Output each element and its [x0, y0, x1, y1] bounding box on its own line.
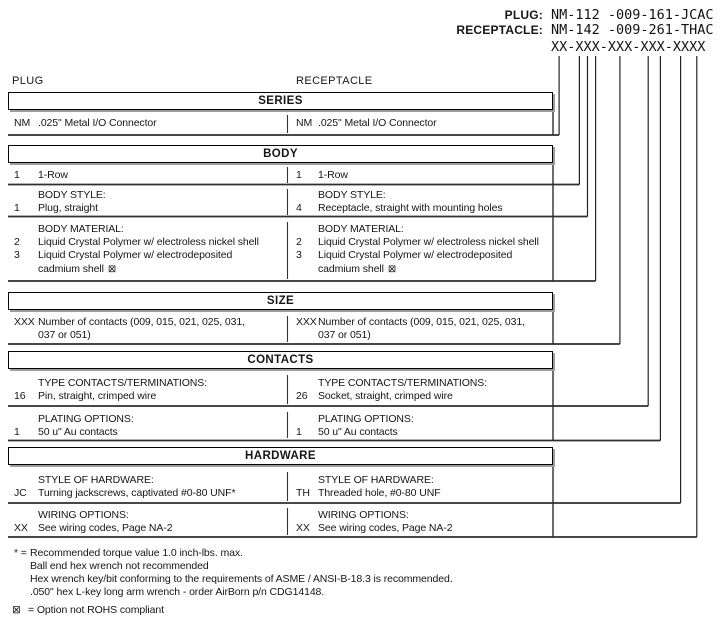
option-code: 1 [14, 169, 20, 181]
footnote-line: Hex wrench key/bit conforming to the req… [30, 573, 453, 585]
rohs-flag-icon: ⊠ [12, 604, 21, 616]
option-desc: 50 u" Au contacts [38, 426, 118, 439]
option-code: XXX [296, 316, 317, 328]
option-desc: 1-Row [38, 169, 68, 181]
rohs-flag-icon: ⊠ [107, 263, 117, 275]
option-desc: .025" Metal I/O Connector [318, 117, 437, 129]
option-desc: Pin, straight, crimped wire [38, 390, 157, 403]
footnote-line: Recommended torque value 1.0 inch-lbs. m… [30, 547, 243, 559]
option-code: JC [14, 487, 27, 500]
option-desc: Plug, straight [38, 202, 98, 215]
option-code: 4 [296, 202, 302, 215]
option-desc: Liquid Crystal Polymer w/ electroless ni… [38, 236, 259, 249]
option-desc: Number of contacts (009, 015, 021, 025, … [318, 316, 525, 328]
asterisk-marker: * = [14, 547, 27, 559]
part-number-connector-verticals [558, 56, 698, 537]
option-desc: 1-Row [318, 169, 348, 181]
option-desc: 037 or 051) [318, 329, 371, 342]
option-code: 16 [14, 390, 26, 403]
option-desc: Liquid Crystal Polymer w/ electroless ni… [318, 236, 539, 249]
section-header-body: BODY [8, 145, 553, 163]
row-label: BODY MATERIAL: [318, 223, 404, 235]
option-code: 2 [296, 236, 302, 249]
option-code: 1 [14, 202, 20, 215]
option-code: 1 [296, 169, 302, 181]
option-desc: Threaded hole, #0-80 UNF [318, 487, 441, 500]
row-label: BODY STYLE: [38, 189, 106, 201]
torque-footnote: * =Recommended torque value 1.0 inch-lbs… [14, 547, 453, 599]
section-header-series: SERIES [8, 92, 553, 110]
part-number-pattern: XX-XXX-XXX-XXX-XXXX [551, 39, 706, 55]
footnote-line: .050" hex L-key long arm wrench - order … [30, 586, 325, 598]
footnote-line: Ball end hex wrench not recommended [30, 560, 209, 572]
option-desc: Turning jackscrews, captivated #0-80 UNF… [38, 487, 236, 500]
option-desc: cadmium shell [318, 262, 384, 275]
rohs-footnote: ⊠ = Option not ROHS compliant [12, 604, 164, 617]
option-code: TH [296, 487, 310, 500]
option-code: 1 [296, 426, 302, 439]
footnote-line: = Option not ROHS compliant [28, 604, 164, 616]
row-label: BODY STYLE: [318, 189, 386, 201]
option-desc: Socket, straight, crimped wire [318, 390, 453, 403]
option-code: NM [296, 117, 313, 129]
row-label: TYPE CONTACTS/TERMINATIONS: [318, 377, 488, 389]
section-header-size: SIZE [8, 292, 553, 310]
option-code: XX [14, 522, 28, 535]
row-label: STYLE OF HARDWARE: [318, 474, 434, 486]
receptacle-part-number-value: NM-142 -009-261-THAC [551, 22, 714, 38]
option-desc: See wiring codes, Page NA-2 [318, 522, 453, 535]
option-code: NM [14, 117, 31, 129]
option-code: 3 [14, 249, 20, 262]
row-label: WIRING OPTIONS: [38, 509, 129, 521]
option-desc: Liquid Crystal Polymer w/ electrodeposit… [38, 249, 233, 262]
option-code: 26 [296, 390, 308, 403]
row-label: STYLE OF HARDWARE: [38, 474, 154, 486]
row-label: WIRING OPTIONS: [318, 509, 409, 521]
plug-part-number-value: NM-112 -009-161-JCAC [551, 7, 714, 23]
option-code: 3 [296, 249, 302, 262]
row-label: PLATING OPTIONS: [38, 413, 134, 425]
option-desc: .025" Metal I/O Connector [38, 117, 157, 129]
option-code: XX [296, 522, 310, 535]
rohs-flag-icon: ⊠ [387, 263, 397, 275]
section-header-hardware: HARDWARE [8, 447, 553, 465]
option-desc: Receptacle, straight with mounting holes [318, 202, 503, 215]
plug-part-number-label: PLUG: [504, 8, 543, 22]
option-desc: 50 u" Au contacts [318, 426, 398, 439]
option-desc: See wiring codes, Page NA-2 [38, 522, 173, 535]
option-code: 1 [14, 426, 20, 439]
option-desc: Number of contacts (009, 015, 021, 025, … [38, 316, 245, 328]
plug-column-label: PLUG [12, 75, 44, 87]
option-desc: Liquid Crystal Polymer w/ electrodeposit… [318, 249, 513, 262]
row-label: TYPE CONTACTS/TERMINATIONS: [38, 377, 208, 389]
option-desc: cadmium shell [38, 262, 104, 275]
option-code: XXX [14, 316, 35, 328]
receptacle-column-label: RECEPTACLE [296, 75, 373, 87]
row-label: PLATING OPTIONS: [318, 413, 414, 425]
option-desc: 037 or 051) [38, 329, 91, 342]
section-header-contacts: CONTACTS [8, 351, 553, 369]
receptacle-part-number-label: RECEPTACLE: [456, 23, 543, 37]
row-label: BODY MATERIAL: [38, 223, 124, 235]
option-code: 2 [14, 236, 20, 249]
